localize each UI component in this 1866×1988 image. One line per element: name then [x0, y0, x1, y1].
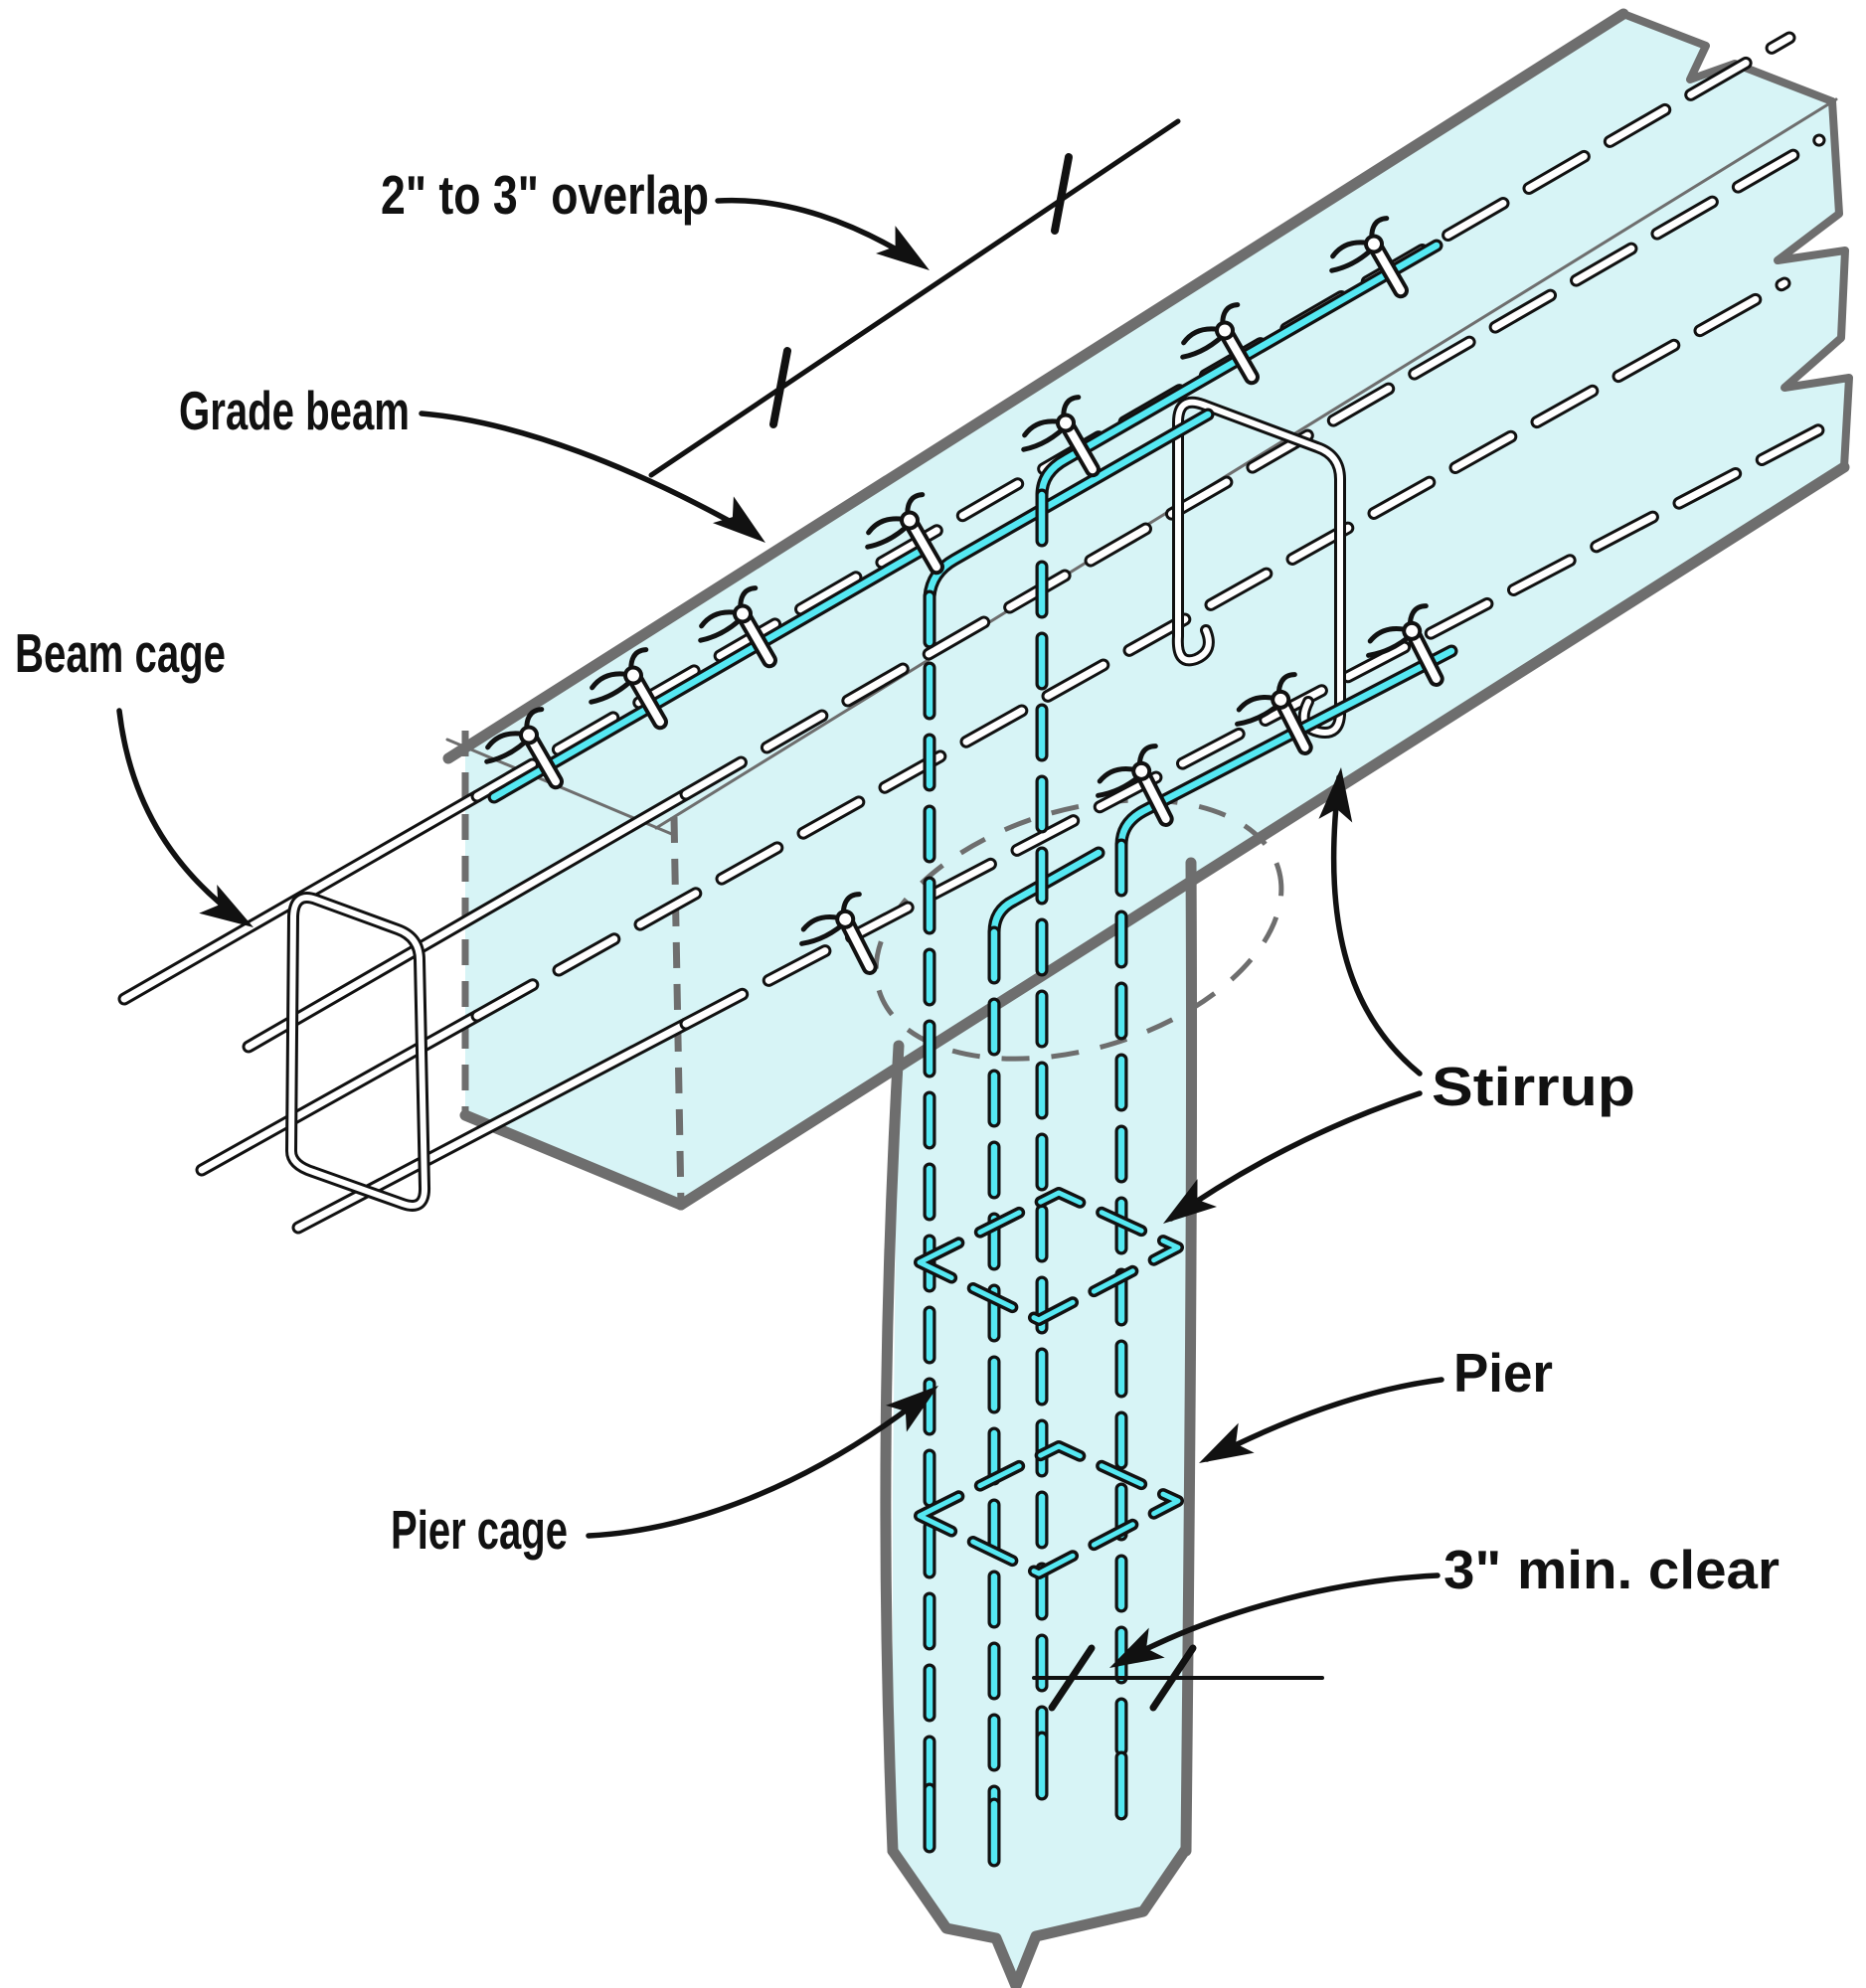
overlap-dimension-tick-right — [1051, 153, 1073, 235]
min-clear-tick-left — [1048, 1644, 1096, 1712]
beam-bottom-edge — [675, 461, 1850, 1211]
pier-cage — [487, 239, 1458, 1868]
beam-end-bottom-edge — [459, 1109, 687, 1211]
min-clear-tick-right — [1149, 1644, 1197, 1712]
grade-beam-leader — [419, 411, 776, 557]
min-clear-dimension — [1032, 1644, 1324, 1712]
pier-cage-label: Pier cage — [391, 1499, 568, 1561]
overlap-leader — [715, 197, 939, 284]
pier-left-edge — [880, 1040, 905, 1857]
pier-right-edge — [1180, 857, 1198, 1857]
overlap-label: 2" to 3" overlap — [381, 164, 709, 226]
labels: 2" to 3" overlap Grade beam Beam cage St… — [15, 164, 1780, 1600]
beam-rebar-bottom-rear-embedded-core — [473, 279, 1788, 1020]
beam-top-right-break-edge — [1619, 10, 1836, 105]
beam-rebar-top-front-exposed-core — [245, 790, 690, 1051]
min-clear-label: 3" min. clear — [1443, 1539, 1780, 1600]
beam-cage-stirrup — [285, 892, 431, 1212]
beam-top-rear-edge — [442, 8, 1629, 764]
beam-end-front-hidden-edge — [670, 816, 685, 1206]
beam-rebar-bottom-rear-exposed-core — [198, 1012, 481, 1174]
pier-label: Pier — [1453, 1342, 1553, 1404]
grade-beam — [465, 14, 1849, 1205]
pier-bottom-break-edge — [887, 1843, 1192, 1988]
beam-rebar-top-front-embedded-core — [682, 136, 1823, 798]
beam-front-top-edge — [654, 97, 1838, 830]
pier-edges — [880, 857, 1198, 1988]
grade-beam-label: Grade beam — [179, 380, 410, 441]
beam-cage-leader — [116, 708, 263, 942]
arrowhead — [1191, 1422, 1255, 1479]
overlap-dimension-tick-left — [769, 347, 791, 428]
stirrup-label: Stirrup — [1432, 1056, 1635, 1117]
beam-cage-label: Beam cage — [15, 622, 226, 684]
pier-leader — [1191, 1377, 1444, 1479]
overlap-dimension-line — [648, 118, 1181, 478]
stirrup-leader-lower — [1153, 1090, 1423, 1238]
pier-stirrup-lower — [914, 1440, 1184, 1579]
connection-highlight-ellipse — [873, 797, 1284, 1062]
beam-rebar-bottom-front-embedded-core — [682, 420, 1833, 1028]
grade-beam-body — [465, 14, 1849, 1205]
pier-cage-leader — [586, 1372, 949, 1539]
beam-overlap-stirrup — [1171, 396, 1347, 739]
arrowhead — [876, 226, 939, 284]
overlap-dimension — [648, 118, 1181, 478]
arrowhead — [712, 496, 776, 557]
pier-stirrup-upper — [914, 1187, 1184, 1326]
stirrup-leader-upper — [1318, 765, 1423, 1077]
lap-bar-left-core — [490, 545, 929, 801]
min-clear-leader — [1102, 1573, 1441, 1684]
beam-right-break-edge — [1774, 97, 1853, 471]
